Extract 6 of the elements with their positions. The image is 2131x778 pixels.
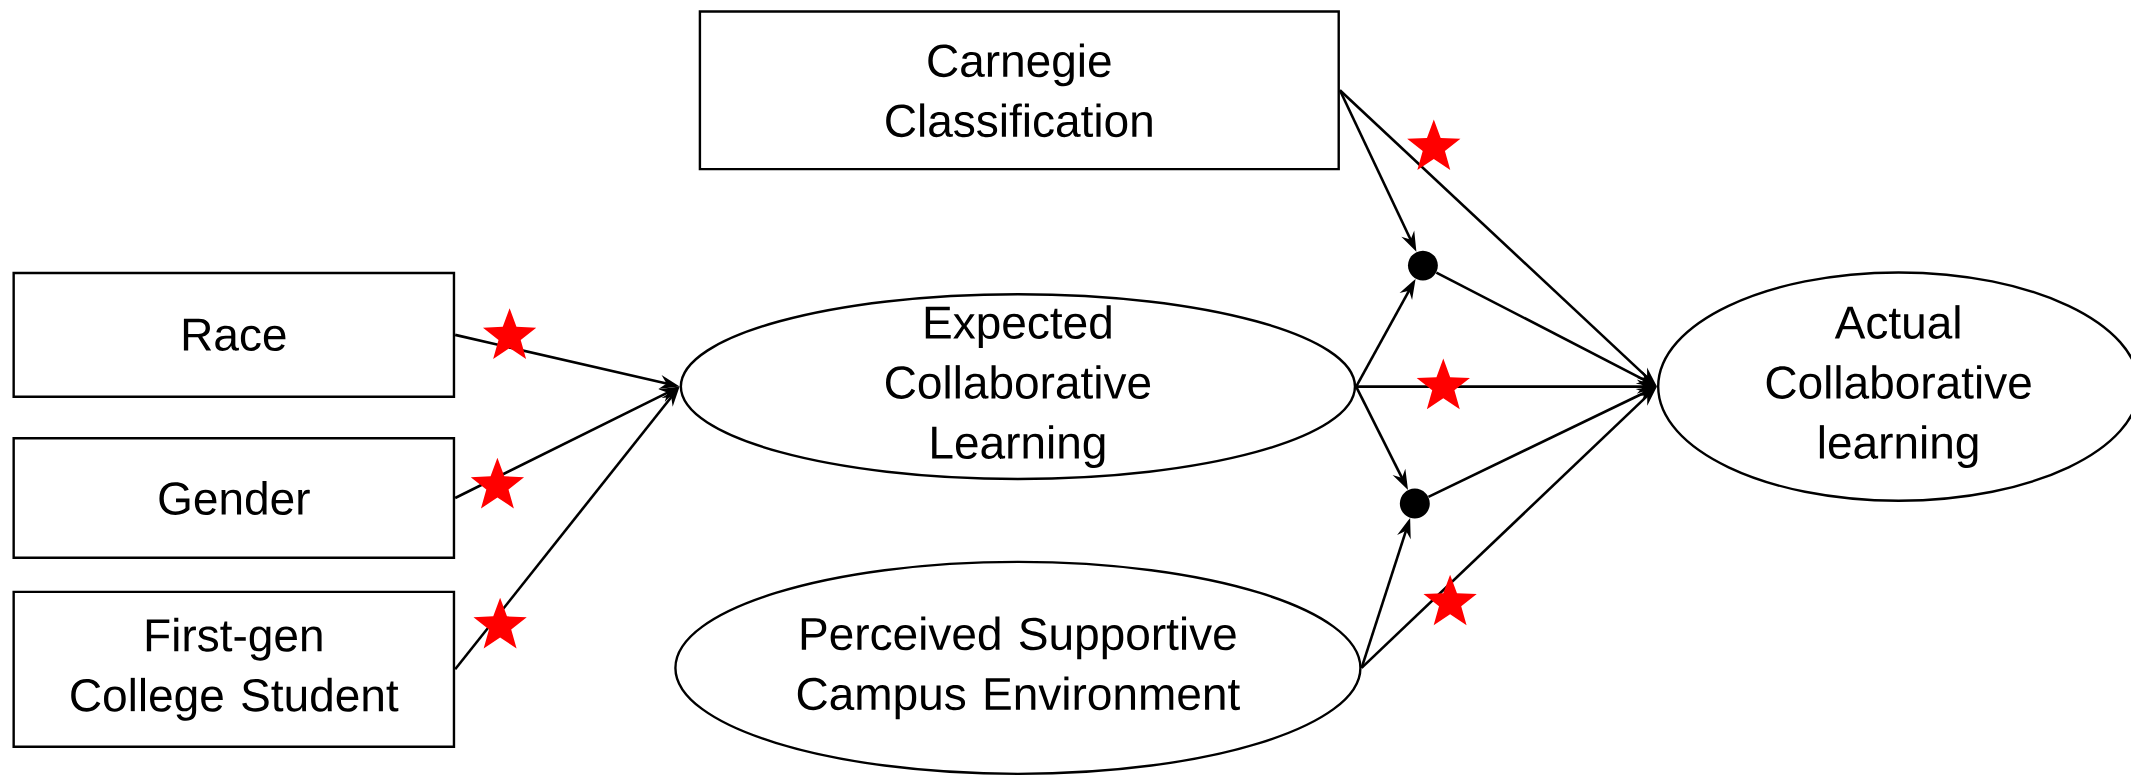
moderator-dot xyxy=(1399,488,1430,519)
moderator-dot xyxy=(1407,250,1438,281)
variable-box: Gender xyxy=(12,437,456,559)
variable-box: First-gen College Student xyxy=(12,590,456,748)
variable-box: Carnegie Classification xyxy=(698,10,1340,171)
variable-box: Race xyxy=(12,271,456,398)
